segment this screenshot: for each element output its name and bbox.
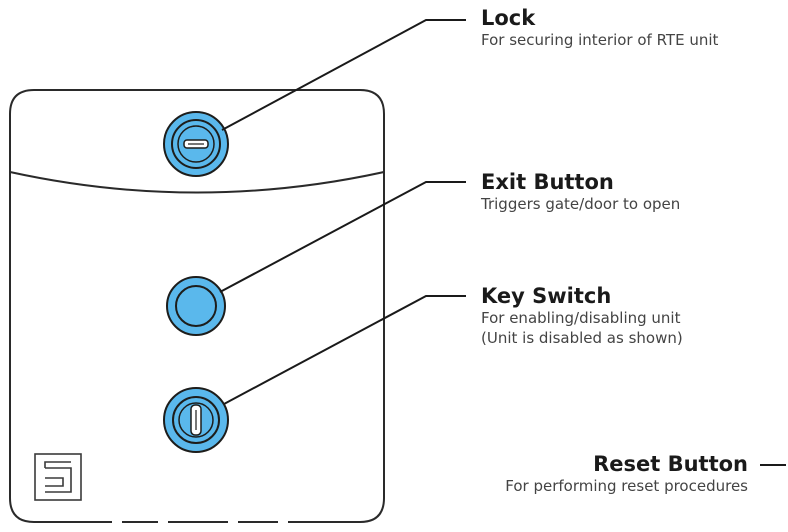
- lock-icon: [163, 111, 229, 177]
- reset-button-description: For performing reset procedures: [505, 477, 748, 495]
- lock-callout: Lock For securing interior of RTE unit: [481, 6, 718, 50]
- exit-button-title: Exit Button: [481, 170, 614, 194]
- lock-leader-line: [221, 19, 466, 131]
- leader-lines: [219, 19, 786, 466]
- exit-button-description: Triggers gate/door to open: [481, 195, 681, 213]
- key-switch-description-line1: For enabling/disabling unit: [481, 309, 681, 327]
- brand-logo-icon: [34, 453, 82, 501]
- lock-title: Lock: [481, 6, 536, 30]
- exit-button-icon: [166, 276, 226, 336]
- lock-description: For securing interior of RTE unit: [481, 31, 719, 49]
- exit-button-callout: Exit Button Triggers gate/door to open: [481, 170, 680, 214]
- key-switch-title: Key Switch: [481, 284, 612, 308]
- reset-button-callout: Reset Button For performing reset proced…: [505, 452, 748, 496]
- key-switch-callout: Key Switch For enabling/disabling unit (…: [481, 284, 683, 348]
- key-switch-leader-line: [223, 295, 466, 405]
- key-switch-description-line2: (Unit is disabled as shown): [481, 329, 683, 347]
- exit-leader-line: [219, 181, 466, 293]
- key-switch-icon: [163, 387, 229, 453]
- reset-button-title: Reset Button: [593, 452, 748, 476]
